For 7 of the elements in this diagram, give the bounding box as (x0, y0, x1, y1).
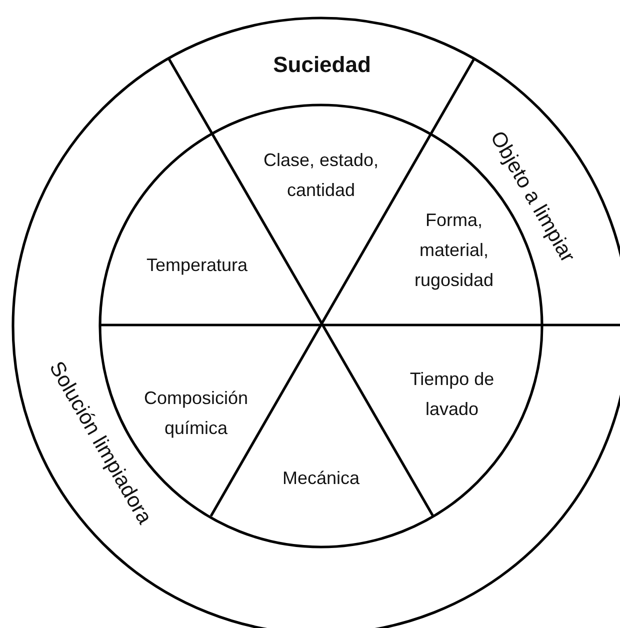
sector-label: Composición química (121, 383, 271, 443)
sector-label: Tiempo de lavado (387, 364, 517, 424)
sector-label: Temperatura (127, 250, 267, 280)
sector-label: Clase, estado, cantidad (256, 145, 386, 205)
sector-label: Forma, material, rugosidad (389, 205, 519, 295)
sector-label: Mecánica (261, 463, 381, 493)
ring-segment-label: Suciedad (242, 50, 402, 80)
